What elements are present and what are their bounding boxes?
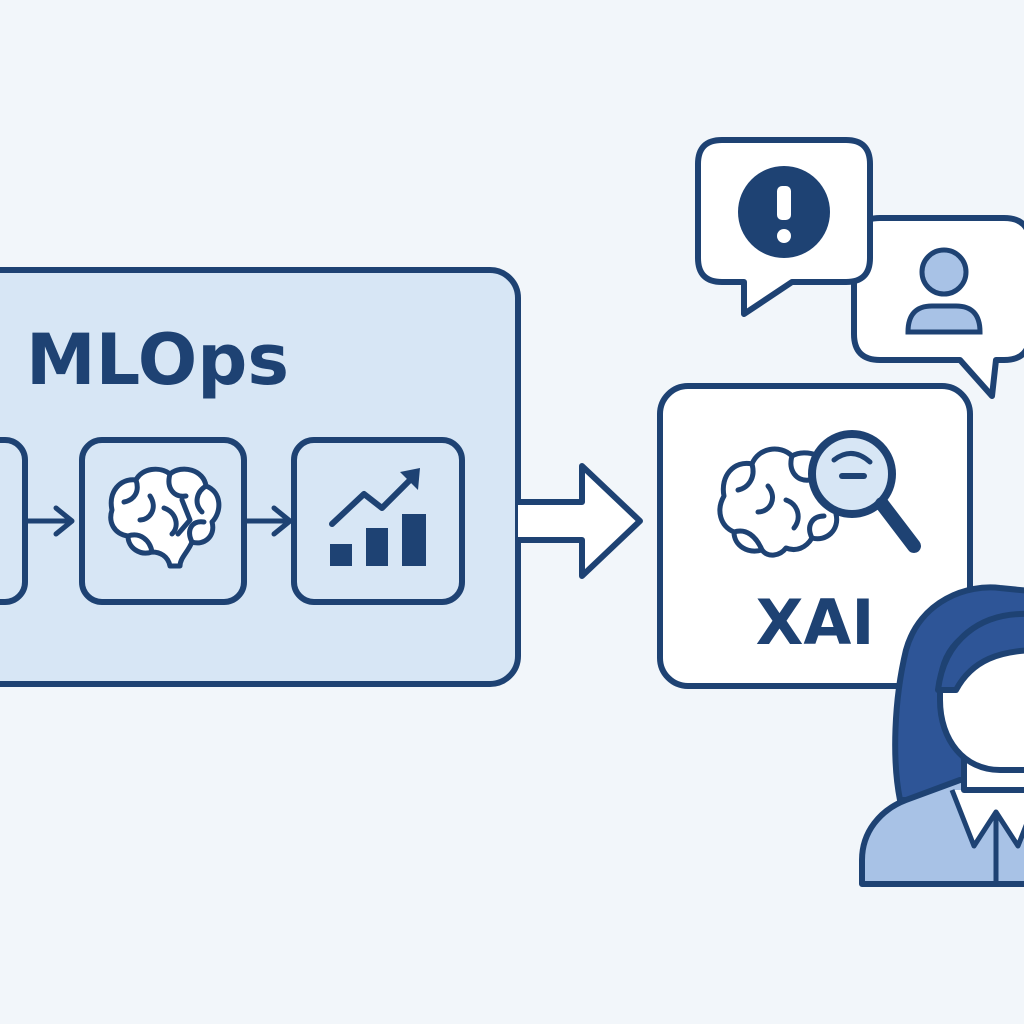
flow-arrow-icon [518, 463, 643, 579]
mlops-title: MLOps [26, 319, 289, 401]
brain-magnifier-icon [717, 430, 921, 558]
xai-panel: XAI [657, 383, 973, 689]
xai-title: XAI [756, 586, 875, 659]
woman-avatar-icon [859, 584, 1024, 887]
user-icon [905, 247, 983, 335]
pipeline-step-1 [0, 437, 28, 605]
pipeline-step-3 [291, 437, 465, 605]
arrow-right-icon [25, 505, 75, 537]
mlops-panel: MLOps [0, 267, 521, 687]
brain-model-icon [108, 466, 222, 569]
arrow-right-icon [243, 505, 293, 537]
user-speech-bubble [851, 215, 1024, 399]
growth-chart-icon [329, 468, 426, 566]
fringe [935, 611, 1024, 693]
exclamation-icon [738, 166, 830, 258]
alert-speech-bubble [695, 137, 873, 317]
